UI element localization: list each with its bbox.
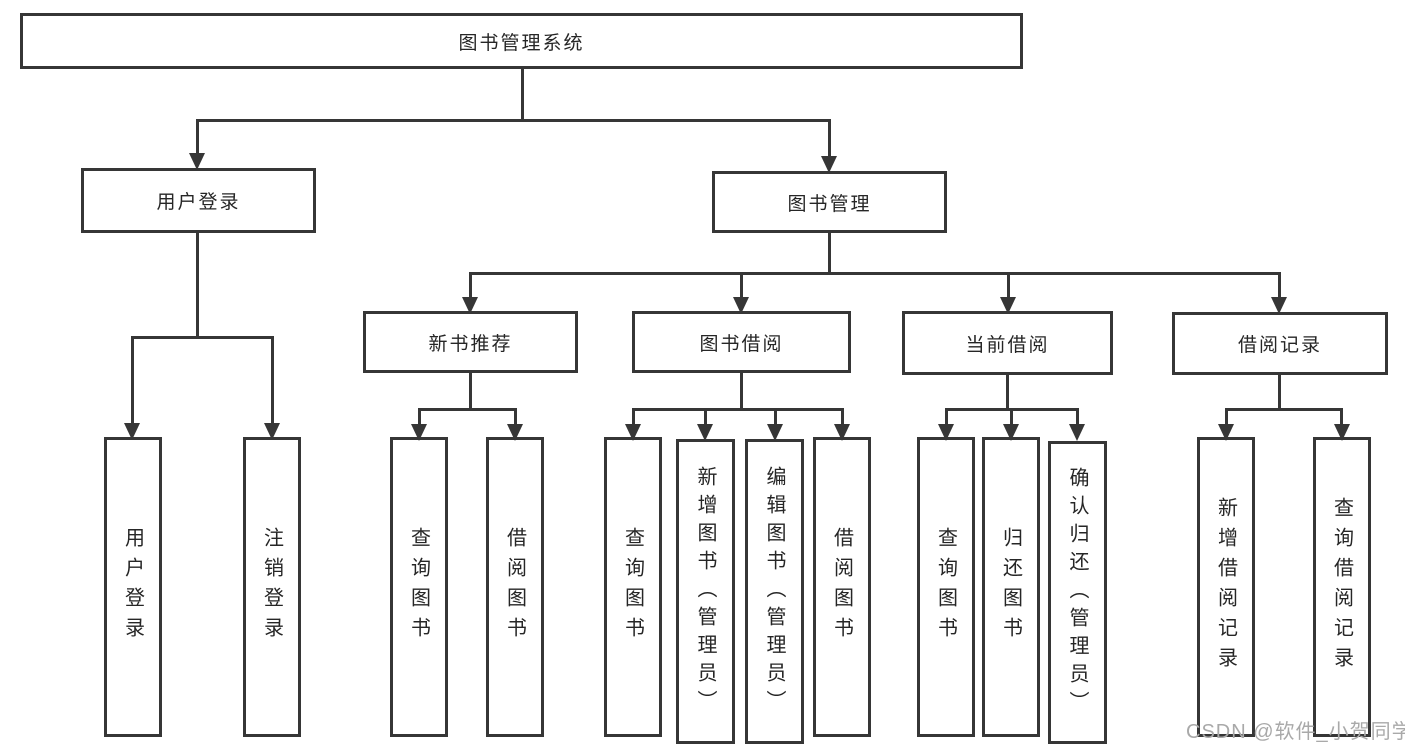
connector-user-login-stem [196, 233, 199, 337]
leaf-current-query-books: 查询图书 [917, 437, 975, 737]
arrowhead [733, 297, 749, 314]
connector-drop [1225, 408, 1228, 426]
leaf-borrow-borrow-books-label: 借阅图书 [830, 527, 853, 647]
connector-book-borrow-stem [740, 373, 743, 411]
leaf-record-query-borrow-record-label: 查询借阅记录 [1330, 497, 1353, 677]
connector-root-stem [521, 69, 524, 121]
leaf-record-query-borrow-record: 查询借阅记录 [1313, 437, 1371, 737]
arrowhead [1000, 297, 1016, 314]
leaf-logout-label: 注销登录 [260, 527, 283, 647]
leaf-borrow-borrow-books: 借阅图书 [813, 437, 871, 737]
connector-book-mgmt-splitter [469, 272, 1281, 275]
connector-user-login-splitter [132, 336, 274, 339]
connector-book-mgmt-stem [828, 233, 831, 275]
connector-drop-new-book [469, 272, 472, 300]
leaf-record-add-borrow-record-label: 新增借阅记录 [1214, 497, 1237, 677]
connector-new-book-splitter [418, 408, 517, 411]
connector-drop [841, 408, 844, 426]
leaf-newbook-query-books-label: 查询图书 [407, 527, 430, 647]
connector-drop-borrow-record [1278, 272, 1281, 300]
arrowhead [189, 153, 205, 170]
leaf-current-return-books-label: 归还图书 [999, 527, 1022, 647]
arrowhead [264, 423, 280, 440]
connector-drop [704, 408, 707, 426]
leaf-current-query-books-label: 查询图书 [934, 527, 957, 647]
arrowhead [1334, 424, 1350, 441]
connector-drop [418, 408, 421, 426]
connector-drop [1010, 408, 1013, 426]
leaf-borrow-query-books: 查询图书 [604, 437, 662, 737]
arrowhead [1003, 424, 1019, 441]
node-borrow-record: 借阅记录 [1172, 312, 1388, 375]
connector-root-splitter [197, 119, 831, 122]
arrowhead [411, 424, 427, 441]
connector-borrow-record-splitter [1225, 408, 1343, 411]
leaf-current-confirm-return-admin: 确认归还（管理员） [1048, 441, 1107, 744]
connector-drop [945, 408, 948, 426]
arrowhead [625, 424, 641, 441]
node-book-borrow-label: 图书借阅 [699, 333, 784, 355]
connector-drop-user-login [196, 119, 199, 155]
node-new-book-rec-label: 新书推荐 [428, 333, 513, 355]
connector-drop-leaf-user-login [131, 336, 134, 424]
node-current-borrow-label: 当前借阅 [965, 334, 1050, 356]
leaf-newbook-query-books: 查询图书 [390, 437, 448, 737]
connector-drop-current-borrow [1007, 272, 1010, 300]
leaf-newbook-borrow-books: 借阅图书 [486, 437, 544, 737]
connector-drop-book-mgmt [828, 119, 831, 158]
connector-drop [1076, 408, 1079, 426]
leaf-current-return-books: 归还图书 [982, 437, 1040, 737]
arrowhead [124, 423, 140, 440]
arrowhead [1218, 424, 1234, 441]
connector-drop [632, 408, 635, 426]
node-borrow-record-label: 借阅记录 [1237, 335, 1322, 356]
arrowhead [767, 424, 783, 441]
connector-drop [774, 408, 777, 426]
connector-borrow-record-stem [1278, 375, 1281, 411]
leaf-newbook-borrow-books-label: 借阅图书 [503, 527, 526, 647]
connector-drop [1340, 408, 1343, 426]
arrowhead [1069, 424, 1085, 441]
connector-drop-book-borrow [740, 272, 743, 300]
leaf-borrow-add-book-admin-label: 新增图书（管理员） [694, 465, 716, 718]
node-current-borrow: 当前借阅 [902, 311, 1113, 375]
leaf-record-add-borrow-record: 新增借阅记录 [1197, 437, 1255, 737]
arrowhead [507, 424, 523, 441]
csdn-watermark: CSDN @软件_小贺同学 [1186, 721, 1405, 743]
leaf-borrow-edit-book-admin-label: 编辑图书（管理员） [763, 465, 785, 718]
arrowhead [697, 424, 713, 441]
connector-current-borrow-stem [1006, 375, 1009, 411]
node-root-label: 图书管理系统 [458, 32, 585, 54]
connector-drop-leaf-logout [271, 336, 274, 424]
leaf-current-confirm-return-admin-label: 确认归还（管理员） [1066, 466, 1088, 719]
connector-new-book-stem [469, 373, 472, 411]
node-user-login-label: 用户登录 [156, 192, 241, 213]
node-root: 图书管理系统 [20, 13, 1023, 69]
leaf-user-login: 用户登录 [104, 437, 162, 737]
arrowhead [821, 156, 837, 173]
leaf-borrow-edit-book-admin: 编辑图书（管理员） [745, 439, 804, 744]
arrowhead [1271, 297, 1287, 314]
node-book-mgmt-label: 图书管理 [787, 193, 872, 215]
arrowhead [462, 297, 478, 314]
node-user-login: 用户登录 [81, 168, 316, 233]
connector-drop [514, 408, 517, 426]
arrowhead [834, 424, 850, 441]
connector-book-borrow-splitter [632, 408, 843, 411]
node-book-mgmt: 图书管理 [712, 171, 947, 233]
arrowhead [938, 424, 954, 441]
node-book-borrow: 图书借阅 [632, 311, 851, 373]
node-new-book-rec: 新书推荐 [363, 311, 578, 373]
leaf-logout: 注销登录 [243, 437, 301, 737]
leaf-borrow-add-book-admin: 新增图书（管理员） [676, 439, 735, 744]
leaf-user-login-label: 用户登录 [121, 527, 144, 647]
leaf-borrow-query-books-label: 查询图书 [621, 527, 644, 647]
